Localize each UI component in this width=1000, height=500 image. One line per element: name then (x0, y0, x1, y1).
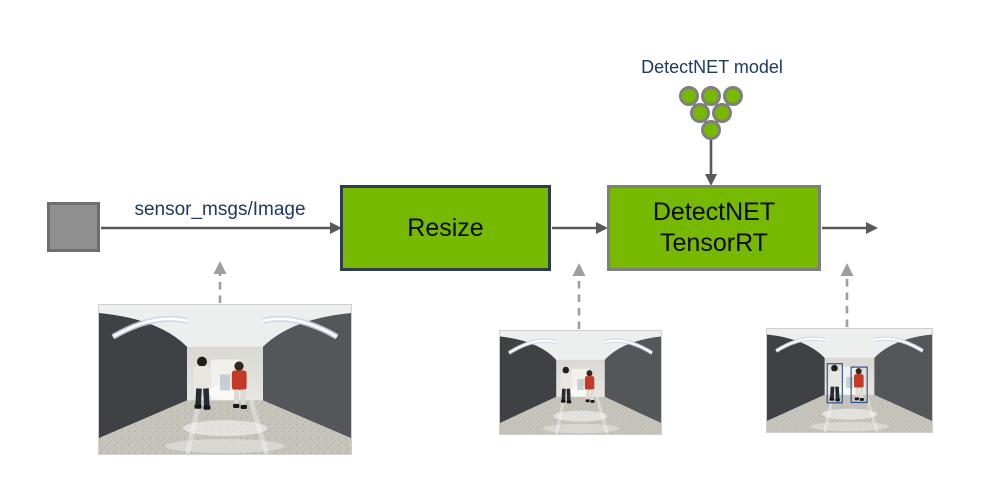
model-label: DetectNET model (641, 57, 783, 77)
dashed-arrow-detection-frame (840, 263, 854, 327)
resize-node: Resize (340, 185, 551, 271)
right-wall (874, 334, 932, 422)
pedestrian-red-top (584, 370, 595, 403)
dashed-arrow-resized-frame (572, 263, 586, 329)
source-node-square-icon (47, 202, 100, 252)
corridor-photo-art (500, 331, 661, 434)
detectnet-node: DetectNET TensorRT (607, 185, 821, 271)
camera-frame-image (98, 304, 352, 455)
arrow-resize-to-detectnet (552, 222, 608, 234)
neural-network-icon (679, 86, 743, 140)
dashed-arrow-camera-frame (213, 261, 227, 303)
pedestrian-white-top (193, 356, 211, 410)
right-wall (263, 312, 351, 439)
corridor-photo-art (767, 329, 932, 432)
topic-label: sensor_msgs/Image (134, 199, 306, 220)
pedestrian-white-top (560, 366, 572, 404)
resized-frame-image (499, 330, 662, 435)
resize-node-label: Resize (407, 213, 484, 242)
pedestrian-white-top (828, 364, 841, 402)
floor-reflection (553, 410, 608, 422)
floor-reflection (183, 420, 267, 437)
arrow-detectnet-output (822, 222, 878, 234)
left-wall (500, 336, 557, 424)
floor-reflection (822, 408, 877, 420)
pedestrian-red-top (231, 361, 247, 410)
detectnet-node-label-line1: DetectNET (652, 198, 776, 226)
left-wall (99, 312, 187, 439)
left-wall (767, 334, 825, 422)
corridor-photo-art (99, 305, 351, 454)
detection-bboxes (826, 363, 868, 404)
right-wall (604, 336, 661, 424)
pedestrian-red-top (853, 368, 864, 401)
detectnet-node-label-line2: TensorRT (660, 229, 768, 257)
arrow-source-to-resize (101, 222, 342, 234)
detection-frame-image (766, 328, 933, 433)
arrow-model-to-detectnet (705, 138, 717, 186)
